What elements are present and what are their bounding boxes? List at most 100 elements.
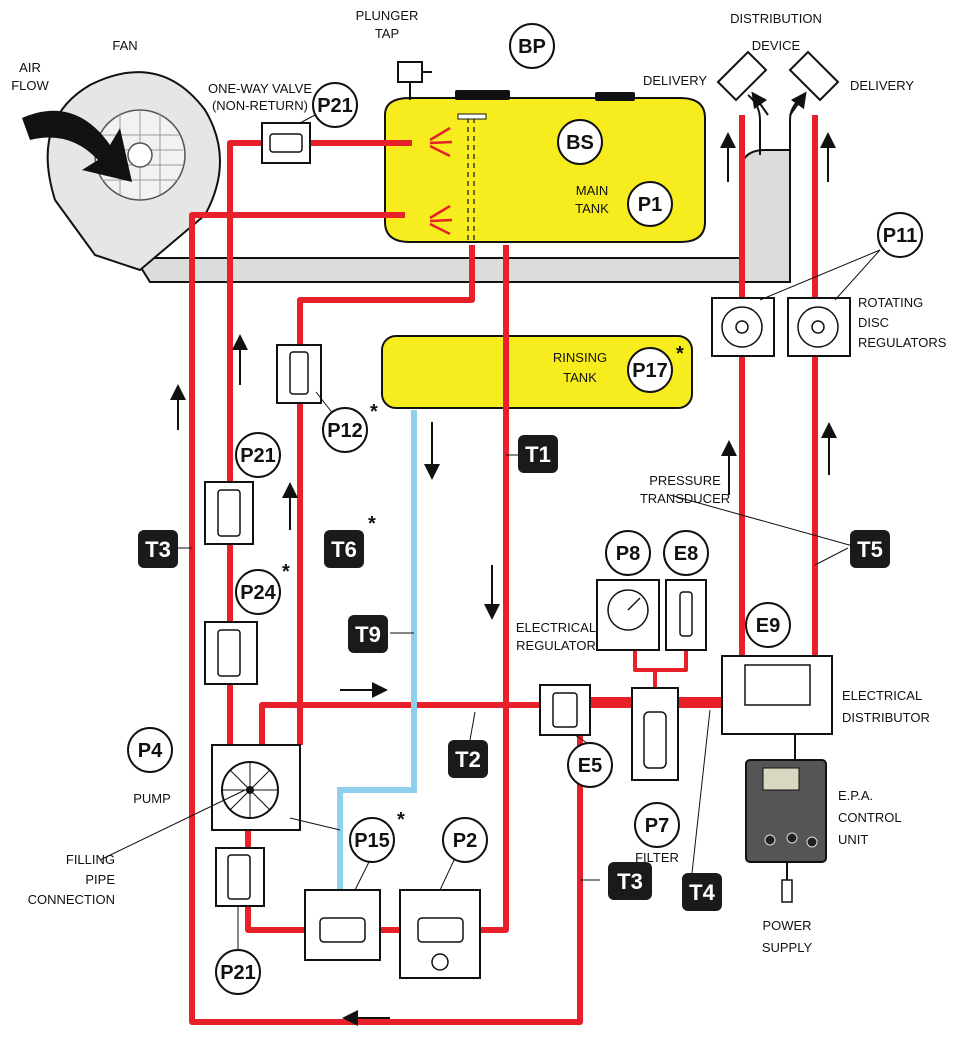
- tag-p12-text: P12: [327, 420, 363, 442]
- tag-bp-text: BP: [518, 36, 546, 58]
- epa-label-3: UNIT: [838, 832, 868, 847]
- plunger-tap: [397, 61, 432, 100]
- rinsing-tank: [381, 335, 693, 409]
- electrical-regulator-e5: [539, 684, 591, 736]
- flow-arrows: [170, 91, 837, 1026]
- tag-e9-text: E9: [756, 615, 780, 637]
- epa-label-1: E.P.A.: [838, 788, 873, 803]
- tag-t3-bottom: T3: [608, 862, 652, 900]
- pipe-t9-blue: [337, 410, 417, 890]
- power-supply-label-2: SUPPLY: [762, 940, 813, 955]
- main-tank-cap-bs: [595, 92, 635, 101]
- main-tank-label-2: TANK: [575, 201, 609, 216]
- air-duct-fork: [747, 94, 806, 155]
- tag-p21-bottom-text: P21: [220, 962, 256, 984]
- electrical-regulator-label-1: ELECTRICAL: [516, 620, 596, 635]
- text-labels: PLUNGER TAP FAN AIR FLOW ONE-WAY VALVE (…: [11, 8, 946, 955]
- one-way-valve-top: [261, 122, 311, 164]
- plunger-tap-label-1: PLUNGER: [356, 8, 419, 23]
- tag-e5: E5: [567, 742, 613, 788]
- one-way-valve-label-1: ONE-WAY VALVE: [208, 81, 312, 96]
- tag-t3-bottom-text: T3: [617, 869, 643, 894]
- tag-t3-left-text: T3: [145, 537, 171, 562]
- sprayer-nozzles: [429, 126, 453, 236]
- tag-p15-text: P15: [354, 830, 390, 852]
- distribution-device: [716, 50, 840, 102]
- electrical-distributor-label-2: DISTRIBUTOR: [842, 710, 930, 725]
- tag-p24-asterisk: *: [282, 561, 290, 583]
- distribution-device-label-2: DEVICE: [752, 38, 801, 53]
- plunger-tap-label-2: TAP: [375, 26, 399, 41]
- tag-t1: T1: [518, 435, 558, 473]
- air-flow-arrow: [22, 110, 132, 182]
- tag-t6-text: T6: [331, 537, 357, 562]
- tag-p8-text: P8: [616, 543, 640, 565]
- pressure-gauge-p8: [596, 579, 660, 651]
- electrical-distributor-e9: [721, 655, 833, 735]
- tag-p11-text: P11: [883, 225, 917, 247]
- delivery-left-label: DELIVERY: [643, 73, 707, 88]
- delivery-right-label: DELIVERY: [850, 78, 914, 93]
- tag-p17-asterisk: *: [676, 343, 684, 365]
- delivery-nozzle-right: [788, 50, 840, 102]
- tag-t2-text: T2: [455, 747, 481, 772]
- epa-label-2: CONTROL: [838, 810, 902, 825]
- pipe-t6: [297, 245, 475, 745]
- tag-p24: P24 *: [235, 561, 290, 615]
- electrical-distributor-label-1: ELECTRICAL: [842, 688, 922, 703]
- rinsing-tank-label-1: RINSING: [553, 350, 607, 365]
- tag-t4-text: T4: [689, 880, 715, 905]
- valve-p24: [204, 621, 258, 685]
- valve-p21-bottom: [215, 847, 265, 907]
- rotating-disc-label-1: ROTATING: [858, 295, 923, 310]
- rotating-disc-label-2: DISC: [858, 315, 889, 330]
- tag-p24-text: P24: [240, 582, 276, 604]
- pipe-t2: [259, 702, 540, 745]
- pump-label: PUMP: [133, 791, 171, 806]
- fan-assembly: [22, 71, 806, 283]
- box-tags: T1 T3 T6* T5 T9 T2 T4 T3: [138, 435, 890, 911]
- pipe-t1: [480, 245, 509, 933]
- pressure-transducer-label-2: TRANSDUCER: [640, 491, 730, 506]
- tag-p12: P12 *: [322, 401, 378, 453]
- tag-t6: T6*: [324, 513, 376, 568]
- valve-p12: [276, 344, 322, 404]
- tag-p15-asterisk: *: [397, 809, 405, 831]
- tag-p17-text: P17: [632, 360, 668, 382]
- rotating-disc-label-3: REGULATORS: [858, 335, 947, 350]
- pipes-red: [189, 115, 818, 1025]
- tag-p21-mid: P21: [235, 432, 281, 478]
- tag-t3-left: T3: [138, 530, 178, 568]
- fan-label: FAN: [112, 38, 137, 53]
- tag-p2-text: P2: [453, 830, 477, 852]
- fan-hub: [127, 142, 153, 168]
- tag-p4-text: P4: [138, 740, 163, 762]
- tag-bs: BS: [557, 119, 603, 165]
- circle-tags: BP BS P1 P21 P11 P17* P12* P21 P24* P8 E…: [127, 23, 923, 995]
- tag-e5-text: E5: [578, 755, 602, 777]
- delivery-nozzle-left: [716, 50, 768, 102]
- power-supply-label-1: POWER: [762, 918, 811, 933]
- tag-p7-text: P7: [645, 815, 669, 837]
- rinsing-tank-label-2: TANK: [563, 370, 597, 385]
- tag-bp: BP: [509, 23, 555, 69]
- rotating-disc-regulator-right: [787, 297, 851, 357]
- rotating-disc-regulator-left: [711, 297, 775, 357]
- electrical-regulator-label-2: REGULATOR: [516, 638, 596, 653]
- tag-p8: P8: [605, 530, 651, 576]
- air-flow-label-1: AIR: [19, 60, 41, 75]
- tag-t4: T4: [682, 873, 722, 911]
- pump-p4: [211, 744, 301, 831]
- pipe-pump-out: [245, 800, 305, 933]
- tag-p11: P11: [877, 212, 923, 258]
- tag-p21-bottom: P21: [215, 949, 261, 995]
- tag-p12-asterisk: *: [370, 401, 378, 423]
- filling-pipe-label-2: PIPE: [85, 872, 115, 887]
- one-way-valve-label-2: (NON-RETURN): [212, 98, 308, 113]
- distribution-device-label-1: DISTRIBUTION: [730, 11, 822, 26]
- pressure-transducer-label-1: PRESSURE: [649, 473, 721, 488]
- tag-t5-text: T5: [857, 537, 883, 562]
- tag-bs-text: BS: [566, 132, 594, 154]
